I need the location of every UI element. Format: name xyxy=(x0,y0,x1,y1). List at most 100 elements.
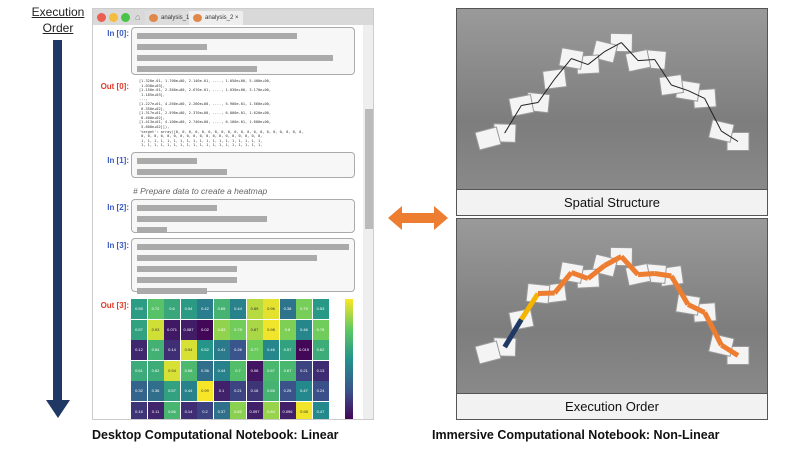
heatmap-cell: 0.071 xyxy=(164,319,180,340)
markdown-comment: # Prepare data to create a heatmap xyxy=(133,186,268,196)
code-cell-3[interactable] xyxy=(131,238,355,294)
heatmap-cell: 0.72 xyxy=(147,299,164,319)
heatmap-cell: 0.11 xyxy=(147,401,164,419)
notebook-cell-card[interactable] xyxy=(474,126,502,151)
heatmap-cell: 0.1 xyxy=(213,381,230,401)
link-arrow xyxy=(504,105,522,134)
heatmap-cell: 0.53 xyxy=(312,299,329,319)
heatmap-cell: 0.097 xyxy=(246,401,263,419)
heatmap-cell: 0.99 xyxy=(197,381,213,401)
prompt-in-1: In [1]: xyxy=(107,156,129,165)
minimize-dot-icon[interactable] xyxy=(109,13,118,22)
heatmap-cell: 0.98 xyxy=(296,401,312,419)
heatmap-cell: 0.55 xyxy=(131,299,147,319)
code-cell-0[interactable] xyxy=(131,27,355,75)
heatmap-cell: 0.62 xyxy=(147,360,164,381)
heatmap-cell: 0.36 xyxy=(197,360,213,381)
heatmap-cell: 0.78 xyxy=(230,319,246,340)
heatmap-cell: 0.79 xyxy=(296,299,312,319)
link-arrow xyxy=(671,84,689,92)
heatmap-cell: 0.47 xyxy=(296,381,312,401)
scrollbar-thumb[interactable] xyxy=(365,109,373,229)
heatmap-cell: 0.52 xyxy=(197,340,213,360)
heatmap-cell: 0.38 xyxy=(279,299,296,319)
link-arrow xyxy=(587,51,605,65)
heatmap-cell: 0.6 xyxy=(164,299,180,319)
link-arrow xyxy=(603,254,623,268)
link-arrow xyxy=(720,342,740,358)
link-arrow xyxy=(687,90,705,99)
link-arrow xyxy=(669,274,691,306)
link-arrow xyxy=(702,311,724,347)
link-arrow xyxy=(519,292,541,321)
link-arrow xyxy=(552,270,574,295)
double-arrow-icon xyxy=(388,206,448,230)
heatmap-cell: 0.62 xyxy=(312,340,329,360)
heatmap-cell: 0.57 xyxy=(279,340,296,360)
output-0-text: [1.320e-01, 1.700e+00, 2.140e-01, ...., … xyxy=(139,79,304,148)
heatmap-cell: 0.87 xyxy=(246,319,263,340)
heatmap-cell: 0.25 xyxy=(279,381,296,401)
heatmap-colorbar xyxy=(345,299,353,419)
notebook-cell-card[interactable] xyxy=(474,340,502,365)
right-caption: Immersive Computational Notebook: Non-Li… xyxy=(432,428,720,442)
heatmap-cell: 0.68 xyxy=(180,360,197,381)
execution-arrows xyxy=(474,246,750,365)
heatmap-cell: 0.41 xyxy=(213,340,230,360)
execution-order-label: Execution Order xyxy=(28,4,88,36)
heatmap-cell: 0.57 xyxy=(131,319,147,340)
heatmap-cell: 0.26 xyxy=(230,340,246,360)
close-dot-icon[interactable] xyxy=(97,13,106,22)
heatmap-cell: 0.54 xyxy=(180,299,197,319)
heatmap-cell: 0.06 xyxy=(246,360,263,381)
prompt-in-3: In [3]: xyxy=(107,241,129,250)
heatmap-cell: 0.93 xyxy=(147,319,164,340)
heatmap-cell: 0.94 xyxy=(180,340,197,360)
code-cell-2[interactable] xyxy=(131,199,355,233)
heatmap-cell: 0.8 xyxy=(279,319,296,340)
link-arrow xyxy=(570,270,589,281)
maximize-dot-icon[interactable] xyxy=(121,13,130,22)
heatmap-cell: 0.24 xyxy=(312,381,329,401)
left-caption: Desktop Computational Notebook: Linear xyxy=(92,428,339,442)
home-icon[interactable]: ⌂ xyxy=(135,12,141,22)
label-line: Order xyxy=(42,21,74,35)
heatmap-cell: 0.98 xyxy=(263,319,279,340)
heatmap-cell: 0.21 xyxy=(296,360,312,381)
link-arrow xyxy=(502,318,524,349)
code-cell-1[interactable] xyxy=(131,152,355,178)
heatmap-cell: 0.21 xyxy=(230,381,246,401)
label-line: Execution xyxy=(31,5,85,19)
heatmap-cell: 0.57 xyxy=(164,381,180,401)
heatmap-cell: 0.16 xyxy=(131,401,147,419)
link-arrow xyxy=(637,59,655,62)
link-arrow xyxy=(571,58,589,66)
link-arrow xyxy=(537,290,555,297)
heatmap-cell: 0.13 xyxy=(312,360,329,381)
heatmap-cell: 0.94 xyxy=(164,360,180,381)
tab-analysis-2[interactable]: analysis_2 × xyxy=(189,11,243,25)
notebook-window: ⌂ analysis_1 analysis_2 × In [0]: Out [0… xyxy=(92,8,374,420)
execution-order-panel: Execution Order xyxy=(456,218,768,420)
heatmap-cell: 0.66 xyxy=(164,401,180,419)
spatial-links xyxy=(474,32,750,151)
link-arrow xyxy=(521,102,539,106)
prompt-in-2: In [2]: xyxy=(107,203,129,212)
link-arrow xyxy=(554,58,572,80)
heatmap-cell: 0.096 xyxy=(279,401,296,419)
link-arrow xyxy=(620,42,639,61)
execution-arrow-shaft xyxy=(53,40,62,402)
heatmap-cell: 0.47 xyxy=(312,401,329,419)
heatmap-cell: 0.46 xyxy=(263,340,279,360)
heatmap-cell: 0.67 xyxy=(279,360,296,381)
link-arrow xyxy=(619,254,640,277)
heatmap-cell: 0.37 xyxy=(213,401,230,419)
tab-analysis-1[interactable]: analysis_1 xyxy=(145,11,194,25)
link-arrow xyxy=(686,302,706,315)
panel-label: Execution Order xyxy=(457,393,767,419)
heatmap-cell: 0.67 xyxy=(263,360,279,381)
heatmap-cell: 0.16 xyxy=(246,381,263,401)
heatmap-cell: 0.14 xyxy=(164,340,180,360)
heatmap-cell: 0.44 xyxy=(230,299,246,319)
link-arrow xyxy=(637,271,655,278)
